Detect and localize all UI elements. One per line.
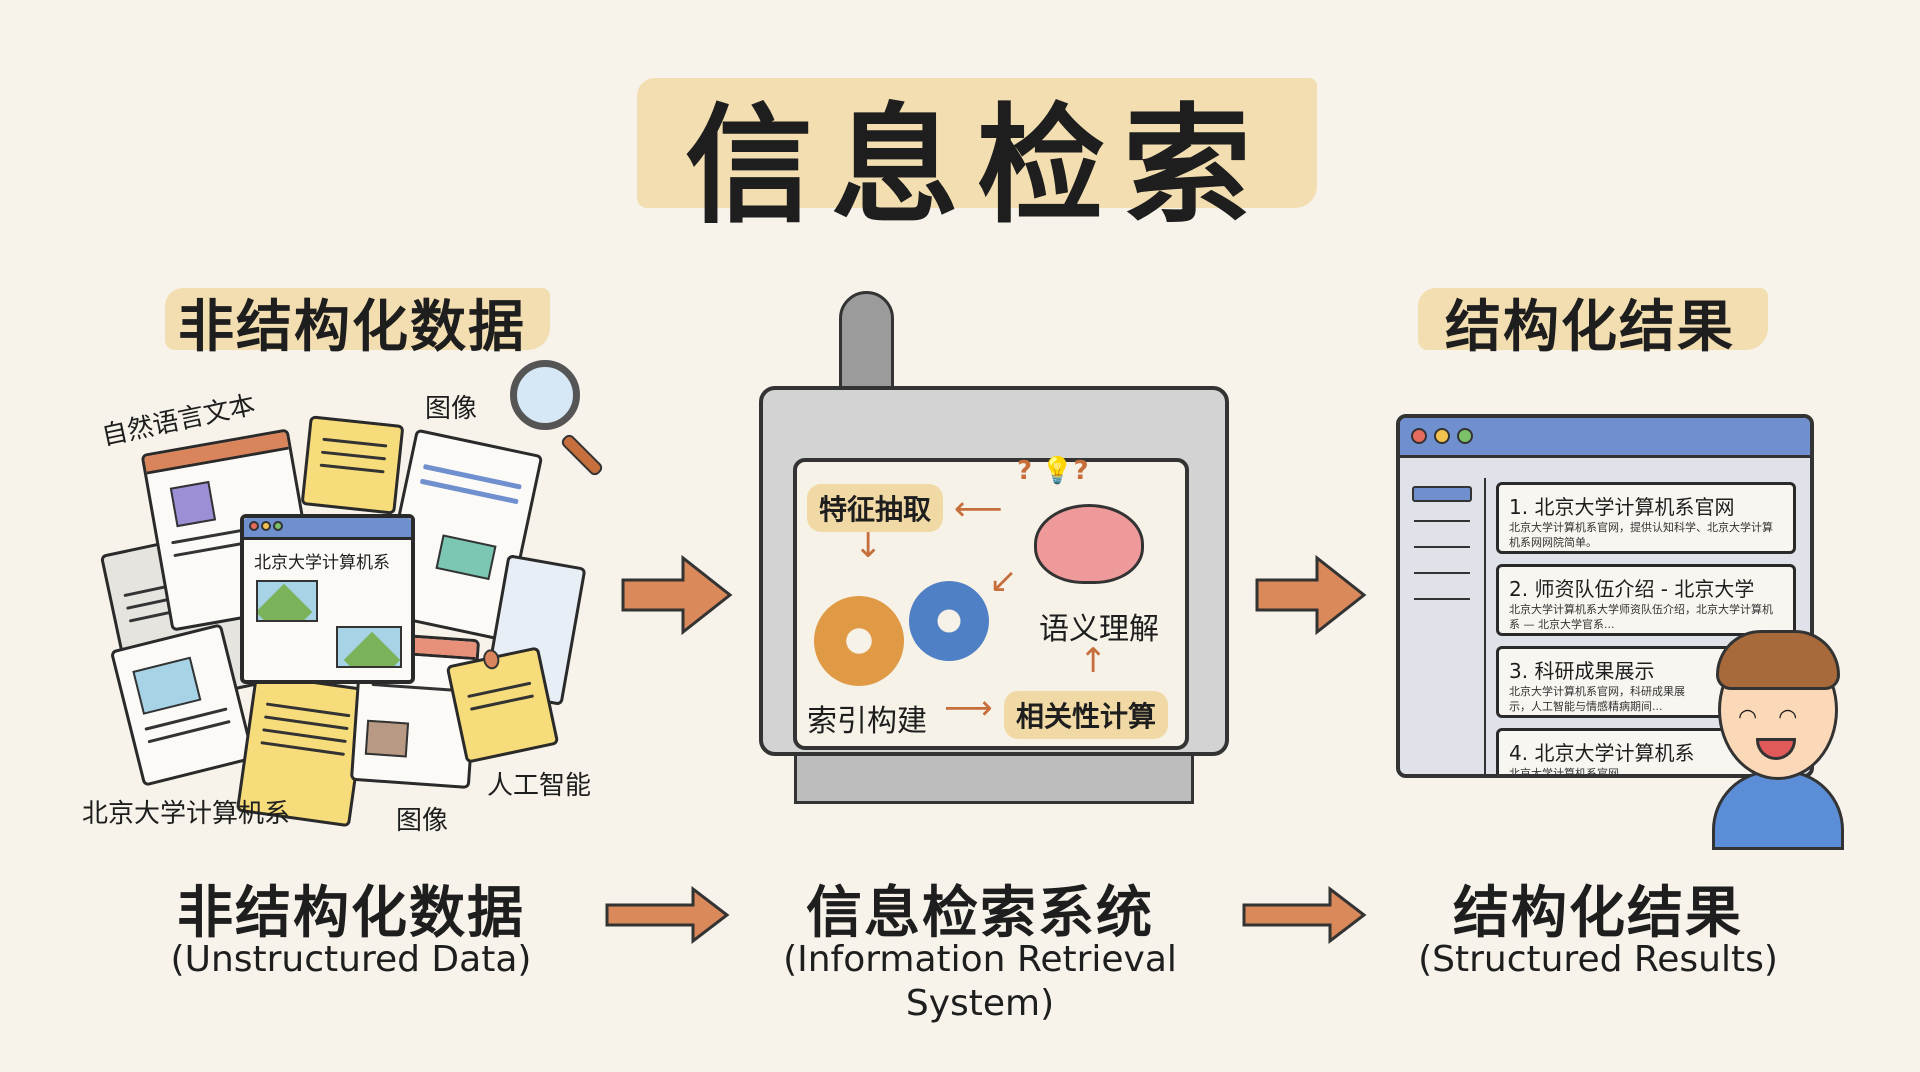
caption-structured: 结构化结果 — [1453, 881, 1743, 946]
caption-ir-system-en-1: (Information Retrieval — [783, 939, 1177, 980]
caption-ir-system-en-2: System) — [905, 983, 1055, 1024]
caption-structured-en: (Structured Results) — [1418, 939, 1778, 980]
sidebar-item-active[interactable] — [1412, 486, 1472, 502]
arrow-right-icon — [621, 554, 733, 636]
arrow-left-icon: ⟵ — [954, 489, 1003, 529]
doc-main-window: 北京大学计算机系 — [240, 514, 415, 684]
step-feature-extraction: 特征抽取 — [807, 484, 944, 532]
caption-unstructured: 非结构化数据 — [177, 881, 525, 946]
sidebar-item[interactable] — [1414, 572, 1470, 574]
close-dot[interactable] — [1411, 428, 1427, 444]
brain-icon — [1034, 504, 1144, 584]
arrow-right-icon — [1255, 554, 1367, 636]
maximize-dot[interactable] — [1457, 428, 1474, 444]
document-collage: 北京大学计算机系 — [95, 360, 615, 840]
sidebar-item[interactable] — [1414, 598, 1470, 600]
result-item[interactable]: 2. 师资队伍介绍 - 北京大学北京大学计算机系大学师资队伍介绍，北京大学计算机… — [1496, 564, 1796, 636]
label-ai: 人工智能 — [487, 771, 592, 801]
arrow-right-icon — [605, 885, 730, 945]
magnifier-icon — [510, 360, 580, 430]
sidebar-divider — [1484, 478, 1486, 774]
machine-pipe — [839, 291, 894, 401]
step-relevance-computation: 相关性计算 — [1004, 691, 1169, 739]
image-icon — [256, 580, 318, 622]
retrieval-machine: 特征抽取 ? 💡? ⟵ ↓ ↙ 语义理解 ↑ 索引构建 ⟶ 相关性计算 — [759, 291, 1229, 816]
arrow-right-icon — [1242, 885, 1367, 945]
idea-icons: ? 💡? — [1017, 456, 1089, 486]
arrow-right-small-icon: ⟶ — [944, 688, 993, 728]
arrow-down-icon: ↓ — [854, 526, 883, 566]
left-header: 非结构化数据 — [178, 295, 526, 360]
title-highlight — [637, 78, 1317, 208]
right-header: 结构化结果 — [1445, 295, 1735, 360]
result-item[interactable]: 1. 北京大学计算机系官网北京大学计算机系官网，提供认知科学、北京大学计算机系网… — [1496, 482, 1796, 554]
arrow-diag-icon: ↙ — [989, 561, 1018, 601]
gear-orange-icon — [814, 596, 904, 686]
sidebar-item[interactable] — [1414, 546, 1470, 548]
image-icon — [336, 626, 402, 668]
label-pku-cs: 北京大学计算机系 — [82, 799, 291, 829]
doc-main-title: 北京大学计算机系 — [254, 553, 390, 573]
arrow-up-icon: ↑ — [1079, 641, 1108, 681]
sticky-note-pinned — [445, 646, 560, 764]
sticky-note-top — [300, 415, 405, 515]
step-semantic-understanding: 语义理解 — [1039, 612, 1159, 647]
caption-ir-system: 信息检索系统 — [806, 881, 1154, 946]
caption-unstructured-en: (Unstructured Data) — [170, 939, 532, 980]
page-title: 信息检索 — [684, 92, 1269, 241]
sidebar-item[interactable] — [1414, 520, 1470, 522]
magnifier-handle — [559, 432, 605, 478]
left-header-highlight — [165, 288, 550, 350]
minimize-dot[interactable] — [1434, 428, 1451, 444]
happy-person-avatar: ◠ ◠ — [1708, 620, 1848, 850]
right-header-highlight — [1418, 288, 1768, 350]
gear-blue-icon — [909, 581, 989, 661]
label-image-bottom: 图像 — [396, 806, 449, 836]
label-image-top: 图像 — [425, 394, 478, 424]
browser-title-bar — [1400, 418, 1810, 458]
step-index-building: 索引构建 — [807, 704, 927, 739]
